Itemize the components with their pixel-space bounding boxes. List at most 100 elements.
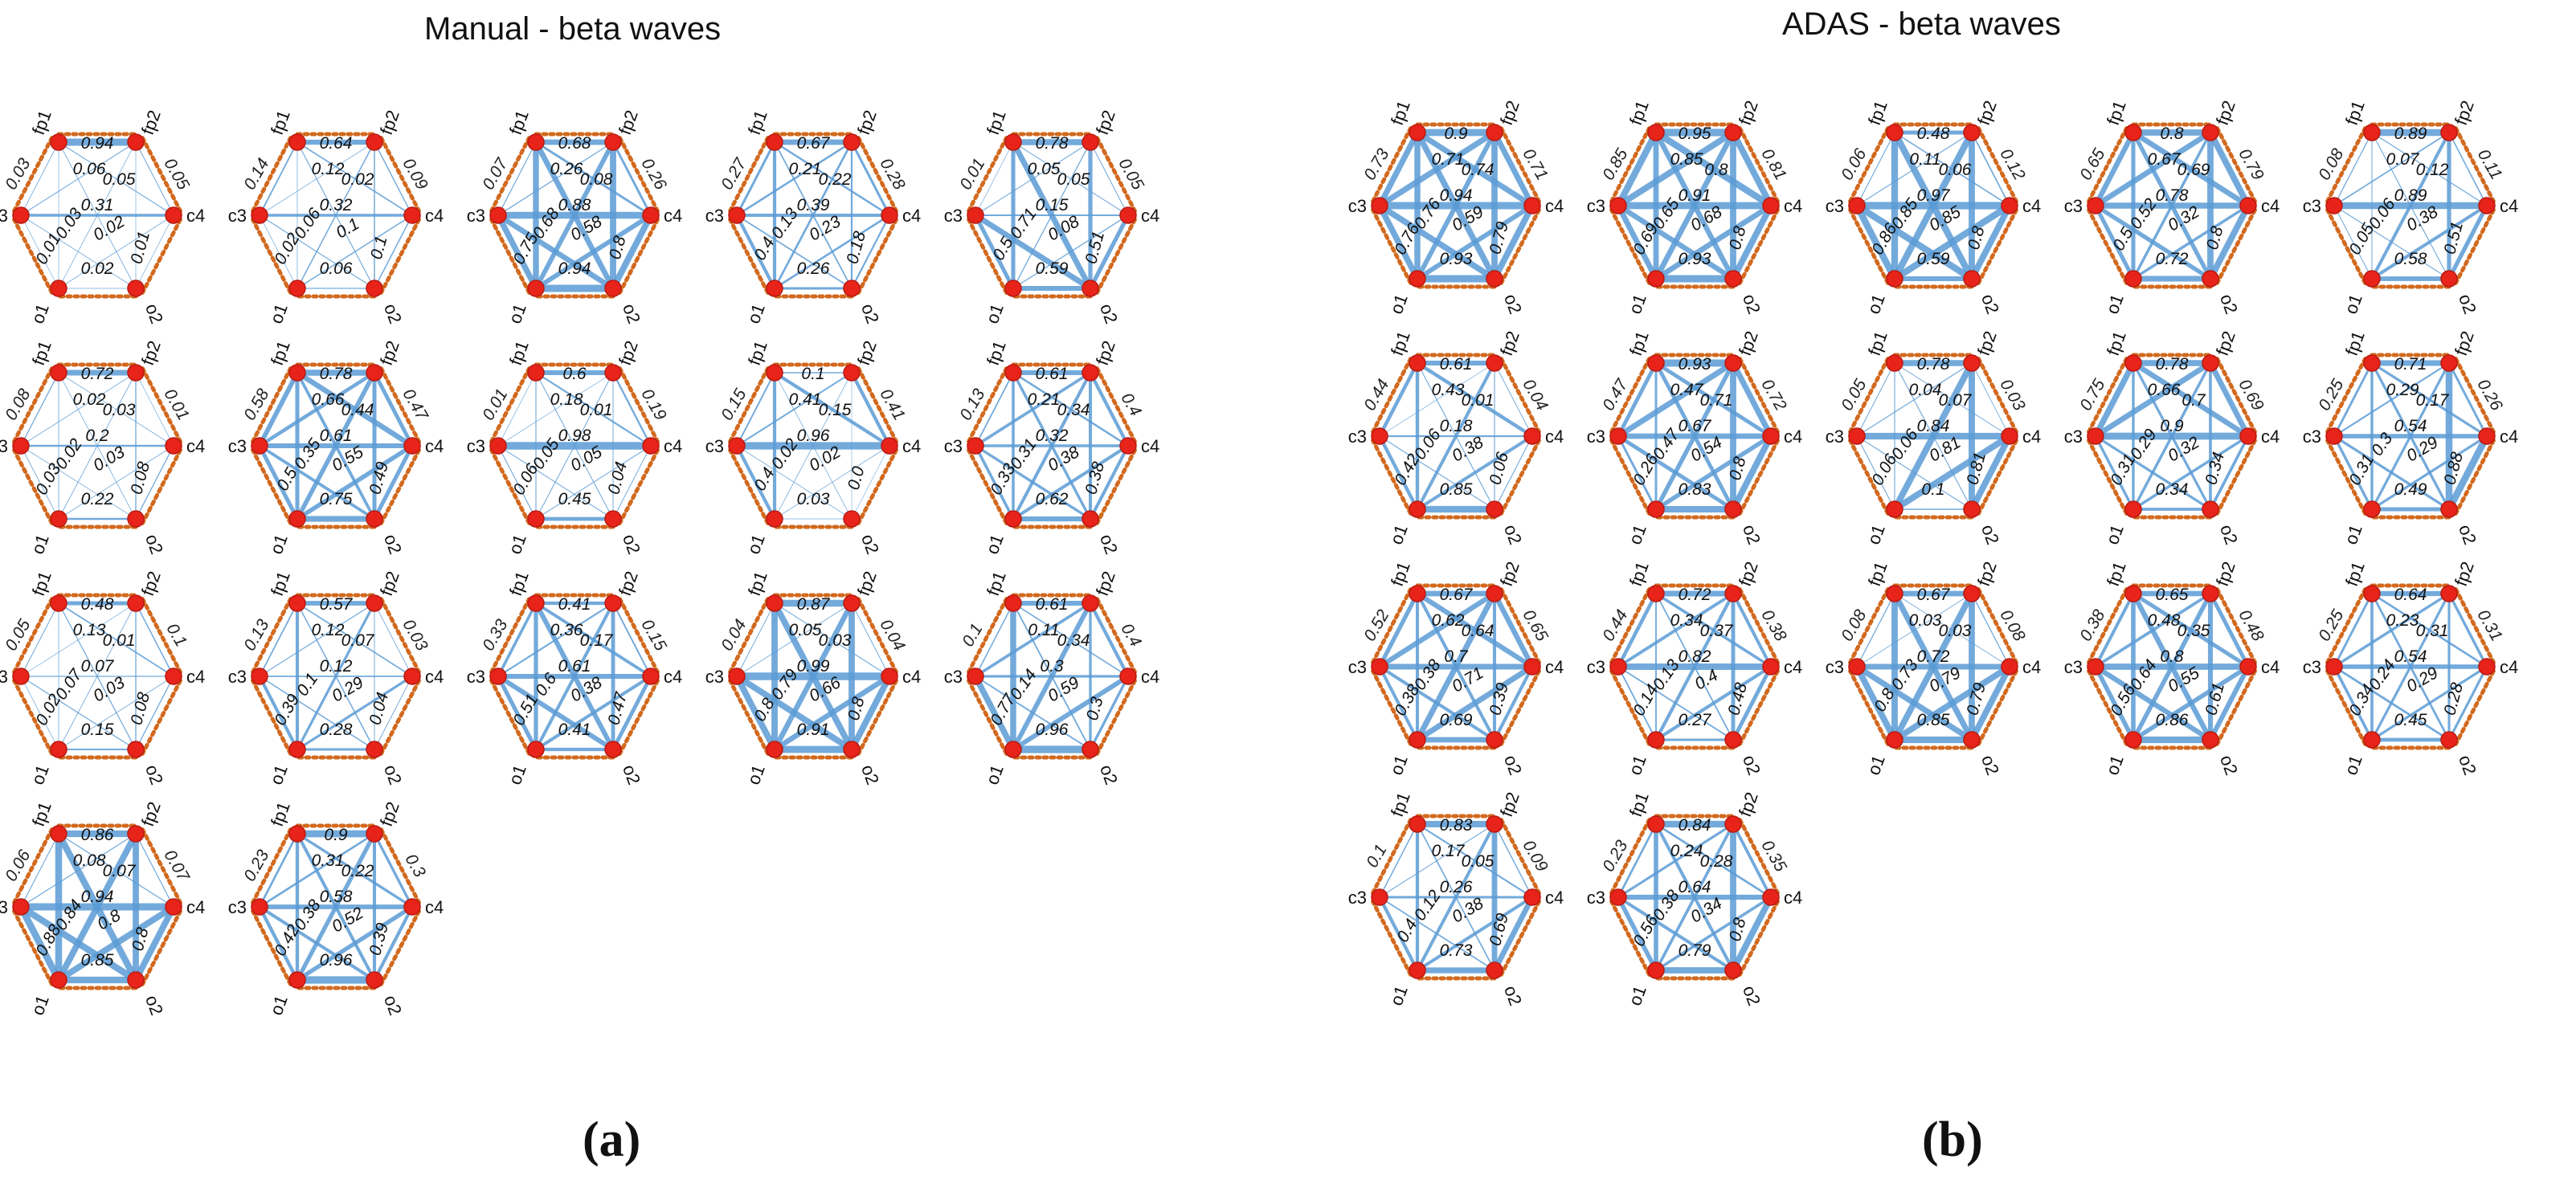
edge-c4-o1 [1415,434,1535,512]
node-label-c3: c3 [2303,657,2321,677]
node-label-c4: c4 [2500,427,2518,447]
node-label-fp2: fp2 [1092,338,1119,368]
node-label-o2: o2 [1096,532,1122,557]
edge-c3-fp1 [20,141,59,216]
edge-c4-o2 [1088,443,1131,521]
node-o2 [2202,731,2219,749]
edge-value-i1: 0.43 [1432,381,1465,399]
node-label-fp2: fp2 [1496,329,1523,358]
node-label-fp2: fp2 [376,799,403,829]
edge-o1-c3 [2333,205,2373,280]
ring-dots [2087,357,2129,435]
edge-value-i2: 0.7 [2181,391,2206,410]
edge-c4-o1 [2132,435,2250,511]
edge-value-i5: 0.03 [90,673,128,706]
edge-c3-fp1 [2333,592,2374,668]
node-label-c3: c3 [1587,427,1605,447]
edge-c3-fp1 [259,602,298,677]
ring-dots [1371,357,1413,435]
node-c4 [642,206,660,224]
edge-fp2-c4 [2207,360,2251,439]
edge-value-i1: 0.21 [1028,390,1061,409]
node-label-fp2: fp2 [1735,790,1762,819]
node-label-c4: c4 [902,667,921,687]
edge-value-ul: 0.15 [718,386,750,423]
edge-value-ur: 0.69 [2235,376,2267,414]
edge-fp1-c4 [2370,361,2488,438]
edge-value-ul: 0.01 [479,386,511,423]
edge-fp2-c3 [2092,360,2214,439]
edge-value-i1: 0.26 [550,160,583,178]
edge-o1-c3 [20,445,59,520]
node-label-c3: c3 [1348,888,1367,908]
edge-value-i3: 0.2 [85,427,109,445]
edge-c4-o2 [372,443,415,521]
edge-value-ul: 0.07 [479,154,512,193]
node-o1 [288,971,306,989]
edge-c3-fp1 [259,141,298,216]
edge-value-i3: 0.58 [320,888,353,906]
edge-c4-o2 [1730,894,1774,974]
edge-fp2-c4 [1971,362,2010,437]
edge-value-i3: 0.9 [2160,417,2184,435]
edge-o1-c3 [2093,664,2136,742]
edge-value-top: 0.72 [1678,586,1711,604]
node-label-fp2: fp2 [2212,98,2239,128]
ring-dots [378,136,421,214]
node-label-c4: c4 [2261,657,2280,677]
edge-value-i3: 0.26 [1440,878,1473,896]
node-o1 [1886,270,1903,288]
node-label-o2: o2 [1739,753,1764,778]
edge-value-ur: 0.72 [1757,376,1790,414]
node-label-c4: c4 [2500,657,2518,677]
edge-value-top: 0.67 [1917,586,1951,604]
edge-o1-c3 [1853,202,1899,283]
edge-value-top: 0.83 [1440,816,1473,835]
node-label-o1: o1 [1386,292,1412,317]
edge-value-ur: 0.08 [1996,606,2029,644]
ring-dots [1848,126,1891,204]
edge-fp2-c4 [2448,132,2488,206]
edge-value-i2: 0.07 [103,862,137,880]
node-fp1 [1647,124,1665,141]
edge-value-bottom: 0.58 [2394,250,2427,268]
edge-c4-o2 [611,674,653,752]
node-c4 [2239,427,2257,445]
node-label-c4: c4 [902,206,921,226]
node-label-o2: o2 [380,762,406,788]
edge-value-i1: 0.41 [789,390,822,409]
edge-value-top: 0.89 [2394,125,2427,143]
ring-dots [378,447,421,525]
edge-c4-o1 [1654,896,1773,972]
node-o2 [127,741,145,758]
edge-value-bottom: 0.02 [81,259,114,278]
edge-fp1-c4 [1654,361,1773,439]
edge-value-i2: 0.05 [103,170,136,189]
node-fp1 [50,133,67,151]
edge-o1-c3 [734,213,777,291]
node-o1 [1647,731,1665,749]
node-c4 [165,898,182,916]
edge-value-top: 0.78 [320,365,353,383]
node-fp2 [127,364,145,382]
edge-value-bottom: 0.22 [81,490,114,508]
edge-value-i1: 0.31 [312,851,345,870]
node-label-fp2: fp2 [2451,559,2478,589]
ring-dots [12,678,55,756]
node-label-o2: o2 [380,301,406,327]
edge-c4-o1 [2132,204,2250,280]
edge-value-i2: 0.35 [2177,622,2210,640]
node-o2 [604,510,622,528]
node-o1 [527,280,545,297]
node-label-fp1: fp1 [505,338,533,368]
node-label-o1: o1 [743,532,769,557]
ring-dots [12,366,55,444]
node-o2 [127,971,145,989]
node-o1 [50,280,67,297]
edge-o1-c3 [1854,663,1898,743]
ring-dots [1371,587,1413,665]
edge-value-ur: 0.05 [1114,155,1147,193]
edge-c4-o2 [1088,213,1131,291]
node-o1 [1004,510,1022,528]
